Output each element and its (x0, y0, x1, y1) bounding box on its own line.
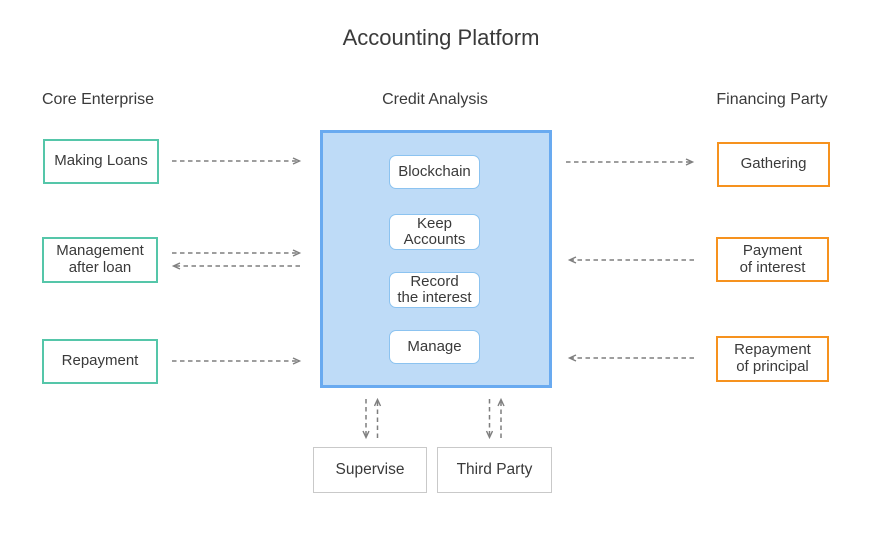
box-making-loans: Making Loans (43, 139, 159, 184)
header-credit-analysis: Credit Analysis (382, 91, 488, 108)
box-third-party: Third Party (437, 447, 552, 493)
box-repayment: Repayment (42, 339, 158, 384)
box-supervise: Supervise (313, 447, 427, 493)
header-core-enterprise: Core Enterprise (41, 91, 155, 108)
box-keep-accounts: Keep Accounts (389, 214, 480, 250)
box-manage: Manage (389, 330, 480, 364)
header-financing-party: Financing Party (716, 91, 828, 108)
box-gathering: Gathering (717, 142, 830, 187)
box-repayment-of-principal: Repayment of principal (716, 336, 829, 382)
diagram-title: Accounting Platform (342, 25, 540, 50)
box-payment-of-interest: Payment of interest (716, 237, 829, 282)
box-blockchain: Blockchain (389, 155, 480, 189)
box-management-after-loan: Management after loan (42, 237, 158, 283)
box-record-the-interest: Record the interest (389, 272, 480, 308)
